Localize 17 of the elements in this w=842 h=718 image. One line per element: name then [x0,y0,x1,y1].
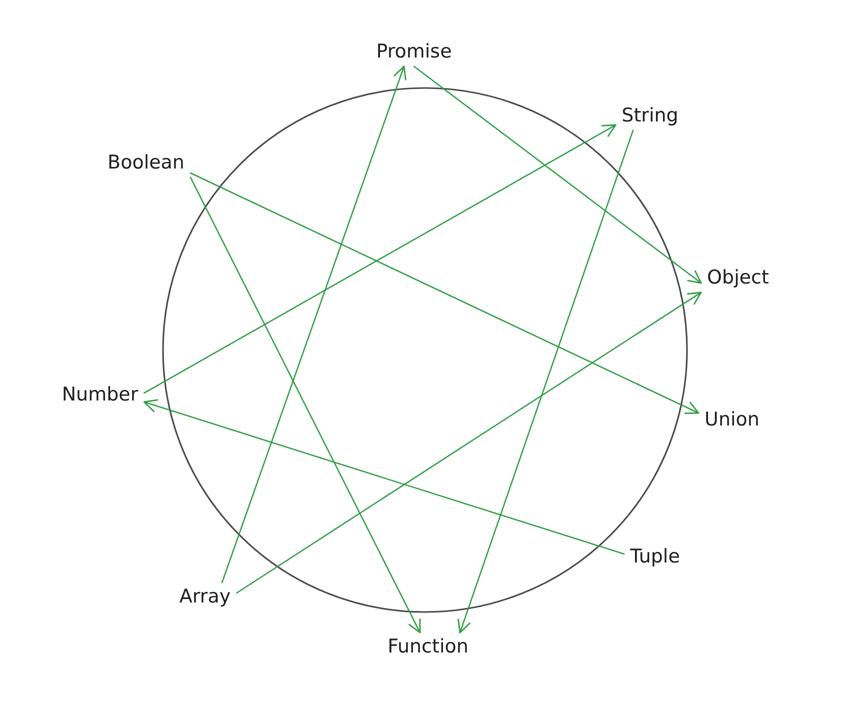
arrow [221,66,406,584]
arrow [144,399,625,555]
arrow [236,292,702,594]
arrow [190,176,421,634]
type-label: Number [58,382,142,408]
type-label: Union [700,408,764,432]
arrow [144,124,616,394]
type-label: Array [175,584,235,610]
type-label: Boolean [104,150,188,176]
type-label: Object [703,266,773,290]
arrow [458,130,634,634]
type-label: String [618,104,682,128]
type-label: Tuple [626,544,684,570]
type-label: Promise [372,40,456,64]
arrow [190,172,700,414]
type-label: Function [384,634,472,660]
arrow [413,66,702,284]
